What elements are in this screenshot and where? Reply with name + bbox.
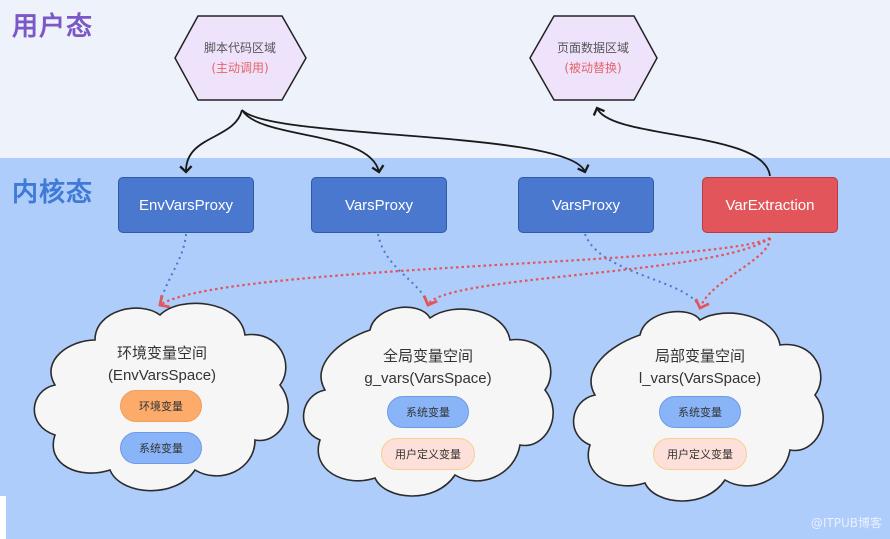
arrow-script-to-varsproxy-local bbox=[241, 109, 590, 174]
hexagon-script-code-title: 脚本代码区域 bbox=[203, 41, 276, 55]
user-space-label: 用户态 bbox=[12, 12, 94, 42]
hexagon-page-data-subtitle: (被动替换) bbox=[564, 61, 622, 75]
cloud-env-text: 环境变量空间 (EnvVarsSpace) bbox=[62, 343, 262, 387]
kernel-zone-edge bbox=[0, 496, 6, 539]
cloud-local-title: 局部变量空间 bbox=[654, 348, 745, 365]
red-dotted-varextraction-to-local-space bbox=[694, 237, 772, 310]
pill-system-variables: 系统变量 bbox=[387, 396, 469, 428]
arrow-script-to-varsproxy-global bbox=[241, 109, 385, 174]
proxy-varsproxy-global: VarsProxy bbox=[311, 177, 447, 233]
pill-system-variables: 系统变量 bbox=[659, 396, 741, 428]
dotted-varsproxy-to-local-space bbox=[584, 233, 701, 309]
hexagon-script-code-text: 脚本代码区域 (主动调用) bbox=[185, 38, 295, 78]
pill-user-defined-variables: 用户定义变量 bbox=[381, 438, 475, 470]
dotted-envvarsproxy-to-env-space bbox=[159, 233, 187, 306]
red-dotted-varextraction-to-env-space bbox=[158, 237, 771, 309]
proxy-varsproxy-local: VarsProxy bbox=[518, 177, 654, 233]
arrow-script-to-envvarsproxy bbox=[179, 109, 243, 174]
cloud-local-subtitle: l_vars(VarsSpace) bbox=[638, 370, 762, 387]
proxy-varextraction: VarExtraction bbox=[702, 177, 838, 233]
pill-user-defined-variables: 用户定义变量 bbox=[653, 438, 747, 470]
red-dotted-varextraction-to-global-space bbox=[422, 237, 771, 307]
cloud-local-text: 局部变量空间 l_vars(VarsSpace) bbox=[600, 346, 800, 390]
pill-env-variables: 环境变量 bbox=[120, 390, 202, 422]
cloud-env-title: 环境变量空间 bbox=[116, 345, 207, 362]
hexagon-script-code-area bbox=[174, 15, 307, 101]
proxy-envvarsproxy: EnvVarsProxy bbox=[118, 177, 254, 233]
cloud-global-text: 全局变量空间 g_vars(VarsSpace) bbox=[328, 346, 528, 390]
cloud-global-subtitle: g_vars(VarsSpace) bbox=[364, 370, 492, 387]
watermark: @ITPUB博客 bbox=[810, 516, 882, 530]
kernel-space-label: 内核态 bbox=[12, 178, 94, 208]
dotted-varsproxy-to-global-space bbox=[377, 233, 429, 306]
hexagon-script-code-subtitle: (主动调用) bbox=[211, 61, 269, 75]
arrow-varextraction-to-page-data bbox=[592, 106, 771, 177]
pill-system-variables: 系统变量 bbox=[120, 432, 202, 464]
hexagon-page-data-area bbox=[529, 15, 658, 101]
hexagon-page-data-text: 页面数据区域 (被动替换) bbox=[538, 38, 648, 78]
cloud-global-title: 全局变量空间 bbox=[382, 348, 473, 365]
cloud-env-subtitle: (EnvVarsSpace) bbox=[107, 367, 217, 384]
hexagon-page-data-title: 页面数据区域 bbox=[556, 41, 629, 55]
user-space-zone bbox=[0, 0, 890, 158]
